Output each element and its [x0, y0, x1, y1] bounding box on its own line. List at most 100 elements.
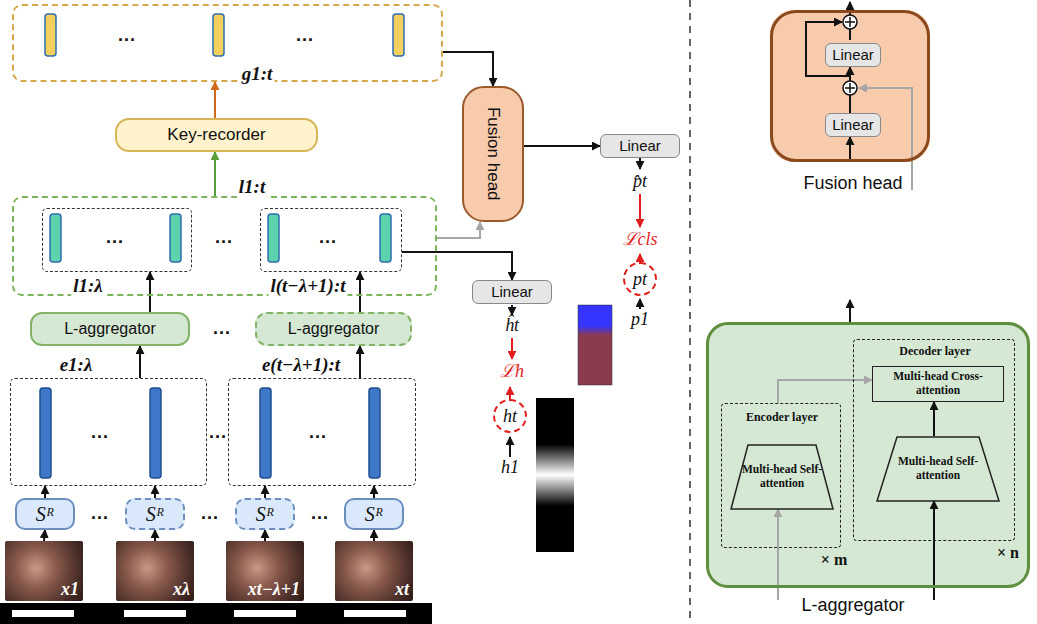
- attention-block: Multi-head Self-attention: [876, 436, 1000, 502]
- node-caption: g1:t: [240, 63, 275, 85]
- connector-arrow: [778, 380, 872, 403]
- module-box: Fusion headLinearLinear: [770, 10, 930, 162]
- flow-arrow: [509, 437, 511, 457]
- flow-arrow: [849, 300, 851, 322]
- node-text: Sᴿ: [256, 503, 275, 526]
- process-box: Linear: [825, 43, 881, 67]
- flow-arrow: [639, 299, 641, 309]
- process-box: L-aggregator: [30, 312, 190, 346]
- sum-symbol: [849, 17, 851, 27]
- node-caption: e1:λ: [58, 354, 95, 376]
- timeline-bar: [12, 610, 74, 617]
- trapezoid-outline: [877, 437, 999, 501]
- sum-symbol: [843, 15, 857, 29]
- ellipsis: ...: [296, 26, 314, 46]
- label-circle: ht: [493, 399, 527, 433]
- connector-arrow: [933, 402, 935, 436]
- ellipsis: ...: [215, 228, 233, 248]
- ellipsis: ...: [118, 26, 136, 46]
- encoder-box: Sᴿ: [344, 498, 404, 530]
- ellipsis: ...: [209, 423, 227, 443]
- feature-vector: [268, 214, 279, 262]
- node-text: ht: [503, 406, 517, 427]
- ellipsis: ...: [106, 228, 124, 248]
- process-box: L-aggregator: [255, 312, 412, 346]
- node-text: Linear: [619, 137, 661, 154]
- connector-arrow: [154, 530, 156, 541]
- flow-arrow: [510, 2, 934, 600]
- node-caption: l(t−λ+1):t: [268, 275, 347, 297]
- video-frame: x1: [5, 541, 83, 601]
- process-box: Key-recorder: [115, 118, 318, 152]
- panel-fill: [770, 10, 930, 162]
- node-text: Linear: [491, 283, 533, 300]
- flow-arrow: [849, 2, 851, 15]
- video-frame: xλ: [116, 541, 194, 601]
- math-label: ℒcls: [623, 230, 658, 250]
- divider-line: [690, 0, 691, 624]
- connector-arrow: [214, 82, 216, 118]
- module-box: L-aggregatorEncoder layer× mMulti-head S…: [706, 322, 1030, 588]
- connector-arrow: [359, 346, 361, 378]
- math-label: ĥt: [505, 316, 519, 336]
- feature-vector: [393, 14, 404, 56]
- divider-line: [689, 0, 691, 624]
- timeline-bar: [234, 610, 296, 617]
- label-bar: [578, 305, 612, 385]
- attention-block: Multi-head Cross-attention: [872, 366, 1004, 402]
- video-frame: xt: [335, 541, 413, 601]
- node-text: L-aggregator: [288, 320, 380, 338]
- node-text: Sᴿ: [146, 503, 165, 526]
- flow-arrow: [511, 305, 513, 315]
- connector-arrow: [139, 346, 141, 378]
- node-caption: xλ: [173, 579, 190, 600]
- connector-arrow: [44, 486, 46, 498]
- connector-arrow: [264, 486, 266, 498]
- connector-arrow: [402, 252, 512, 280]
- label-circle: pt: [623, 262, 657, 296]
- node-caption: l1:t: [237, 176, 267, 198]
- math-label: ℒh: [500, 362, 524, 382]
- connector-arrow: [373, 530, 375, 541]
- node-caption: × m: [821, 551, 847, 569]
- panel-fill: [706, 10, 1030, 588]
- flow-arrow: [639, 158, 641, 169]
- connector-arrow: [149, 272, 151, 312]
- process-box: Fusion head: [462, 86, 524, 222]
- connector-arrow: [373, 486, 375, 498]
- node-text: pt: [633, 269, 647, 290]
- math-label: p̂t: [633, 172, 647, 192]
- encoder-box: Sᴿ: [235, 498, 295, 530]
- process-box: Linear: [600, 134, 680, 158]
- layer-box: Decoder layer× nMulti-head Cross-attenti…: [853, 339, 1015, 541]
- label-bar: [536, 305, 612, 552]
- feature-vector: [40, 14, 404, 478]
- feature-vector: [170, 214, 181, 262]
- attention-block: Multi-head Self-attention: [730, 444, 834, 510]
- connector-arrow: [359, 272, 361, 312]
- feature-vector: [213, 14, 224, 56]
- flow-arrow: [849, 137, 851, 160]
- connector-arrow: [264, 530, 266, 541]
- node-text: Linear: [832, 116, 874, 133]
- connector-arrow: [44, 530, 45, 541]
- connector-arrow: [214, 152, 216, 196]
- feature-vector: [40, 388, 51, 478]
- node-caption: Fusion head: [803, 173, 902, 194]
- node-caption: xt−λ+1: [248, 579, 300, 600]
- feature-vector: [45, 14, 56, 56]
- node-text: Key-recorder: [167, 125, 265, 145]
- panel-fill: [706, 322, 1030, 588]
- node-text: Multi-head Self-attention: [740, 463, 824, 491]
- sum-symbol: [849, 83, 851, 93]
- ellipsis: ...: [91, 423, 109, 443]
- node-text: Multi-head Cross-attention: [878, 370, 998, 398]
- feature-vector: [50, 214, 61, 262]
- timeline-bar: [0, 603, 432, 624]
- connector-arrow: [849, 67, 851, 113]
- input-arrow: [778, 88, 912, 600]
- process-box: Linear: [825, 113, 881, 137]
- ellipsis: ...: [311, 504, 329, 524]
- connector-arrow: [524, 145, 600, 147]
